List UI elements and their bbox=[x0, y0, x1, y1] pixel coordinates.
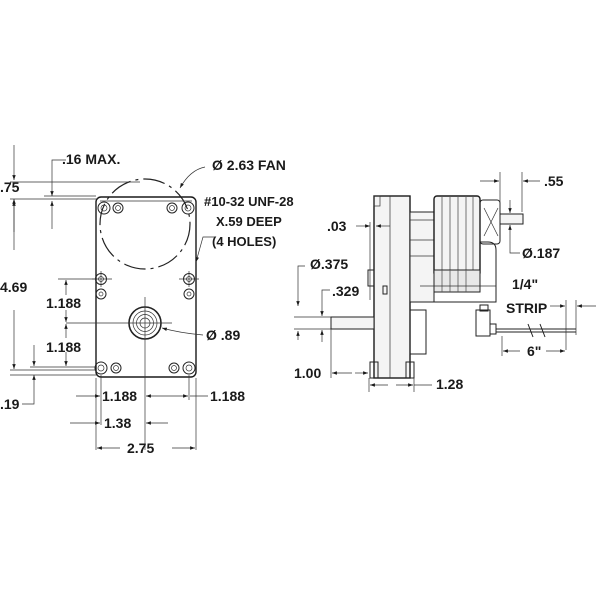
dim-rear-shaft-length: .55 bbox=[544, 173, 564, 189]
dim-top-offset: .75 bbox=[0, 179, 20, 195]
gearbox-side bbox=[373, 195, 411, 379]
front-view: .75 .16 MAX. Ø 2.63 FAN #10-32 UNF-28 X.… bbox=[0, 145, 294, 456]
dim-overall-width: 2.75 bbox=[127, 440, 154, 456]
mount-hole-bottom-left bbox=[94, 361, 122, 375]
dim-fan-diameter: Ø 2.63 FAN bbox=[212, 157, 286, 173]
dim-flange-gap: .03 bbox=[327, 218, 347, 234]
hole-spec-line1: #10-32 UNF-28 bbox=[204, 194, 294, 209]
dim-gearbox-depth: 1.28 bbox=[436, 376, 463, 392]
fan-outline bbox=[99, 178, 191, 270]
dim-hole-spacing-upper: 1.188 bbox=[46, 295, 81, 311]
dim-overall-height: 4.69 bbox=[0, 279, 27, 295]
dim-lead-length: 6" bbox=[527, 343, 541, 359]
dim-center-offset: 1.38 bbox=[104, 415, 131, 431]
dim-wire-strip-line2: STRIP bbox=[506, 300, 547, 316]
wire-connector bbox=[475, 309, 491, 337]
dim-output-shaft-diameter: Ø.375 bbox=[310, 256, 348, 272]
output-shaft-hub bbox=[66, 297, 172, 450]
dim-shaft-length: 1.00 bbox=[294, 365, 321, 381]
dim-wire-strip-line1: 1/4" bbox=[512, 276, 538, 292]
hole-spec-line3: (4 HOLES) bbox=[212, 234, 276, 249]
dim-hole-spacing-lower: 1.188 bbox=[46, 339, 81, 355]
hole-spec-line2: X.59 DEEP bbox=[216, 214, 282, 229]
dim-hub-diameter: Ø .89 bbox=[206, 327, 240, 343]
gearbox-plate bbox=[95, 196, 197, 378]
mount-hole-mid-right bbox=[179, 271, 199, 300]
mount-hole-mid-left bbox=[92, 271, 112, 300]
mount-hole-top-right bbox=[166, 201, 195, 215]
output-shaft bbox=[330, 316, 375, 330]
side-view: .03 .55 Ø.187 Ø.375 .329 1.00 1.28 bbox=[294, 172, 596, 392]
dim-shaft-flat: .329 bbox=[332, 283, 359, 299]
rear-shaft bbox=[499, 213, 524, 225]
dim-rear-shaft-diameter: Ø.187 bbox=[522, 245, 560, 261]
dim-bottom-offset: .19 bbox=[0, 396, 20, 412]
dim-fan-clearance: .16 MAX. bbox=[62, 151, 120, 167]
mount-hole-bottom-right bbox=[168, 361, 196, 375]
mount-hole-top-left bbox=[97, 201, 124, 215]
dim-horiz-right: 1.188 bbox=[210, 388, 245, 404]
dim-horiz-left: 1.188 bbox=[102, 388, 137, 404]
